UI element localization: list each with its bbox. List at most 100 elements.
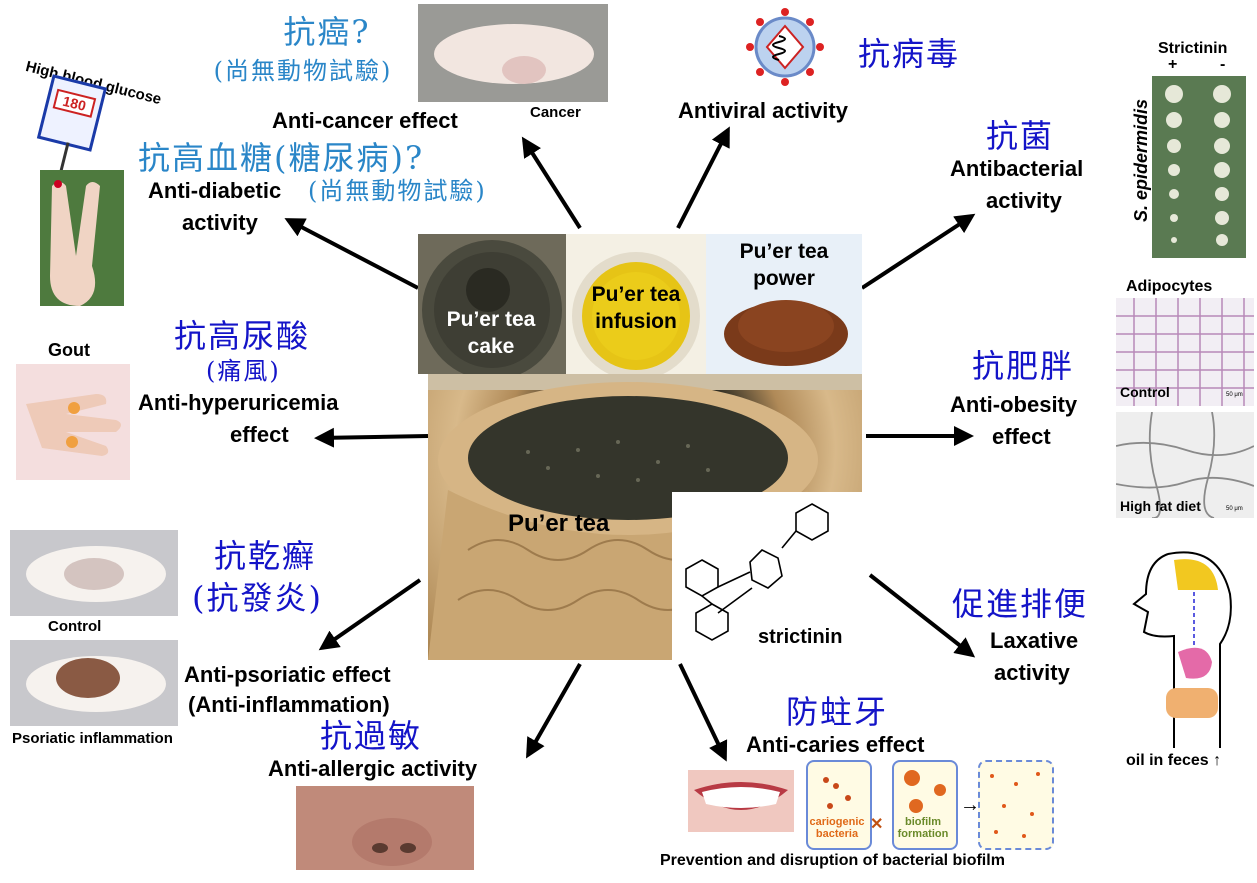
virus-icon (746, 8, 824, 86)
tea-cake-label: Pu’er tea cake (446, 308, 536, 359)
antibacterial-en-line2: activity (986, 188, 1062, 213)
biofilm-panel (892, 760, 958, 850)
antipsoriatic-en-line2: (Anti-inflammation) (188, 692, 390, 717)
gout-hand-photo (16, 364, 130, 480)
gout-hand-illustration (26, 394, 121, 456)
adipocyte-hfd-photo (1116, 412, 1254, 518)
organism-label: S. epidermidis (1131, 98, 1152, 223)
anticancer-en: Anti-cancer effect (272, 108, 458, 133)
hand-illustration (50, 180, 100, 306)
psoriasis-control-photo (10, 530, 178, 616)
arrow-antiallergic (526, 663, 582, 759)
antidiabetic-en-line1: Anti-diabetic (148, 178, 282, 203)
disruption-arrow-icon: → (960, 794, 980, 816)
tea-powder-label: Pu’er tea power (739, 240, 829, 291)
adipocytes-title: Adipocytes (1126, 278, 1213, 295)
antidiabetic-zh-note: (尚無動物試驗) (308, 177, 487, 205)
arrow-antihyperuricemia (314, 427, 429, 448)
tea-infusion-label: Pu’er tea infusion (591, 283, 681, 334)
arrow-antiviral (676, 126, 730, 229)
arrow-anticaries (678, 663, 728, 762)
antiviral-zh: 抗病毒 (858, 35, 961, 73)
arrow-antibacterial (860, 213, 976, 290)
cancer-rat-photo (418, 4, 608, 102)
smile-photo (688, 770, 794, 832)
control-mouse-illustration (26, 546, 166, 602)
colony-spots (1165, 85, 1231, 246)
antipsoriatic-zh-line2: (抗發炎) (192, 579, 323, 617)
tea-infusion-illustration (572, 252, 700, 374)
tea-infusion-photo (566, 234, 706, 374)
laxative-en-line1: Laxative (990, 628, 1079, 653)
adipocyte-hfd-label: High fat diet (1120, 498, 1201, 514)
antiviral-en: Antiviral activity (678, 98, 848, 123)
tea-powder-photo (706, 234, 862, 374)
plate-plus: + (1168, 56, 1178, 73)
bacteria-dots (823, 777, 851, 809)
tea-cake-illustration (422, 240, 562, 374)
psoriasis-inflamed-photo (10, 640, 178, 726)
anticaries-zh: 防蛀牙 (786, 693, 889, 731)
arrow-antipsoriatic (318, 578, 422, 651)
nose-illustration (296, 786, 474, 870)
laxative-en-line2: activity (994, 660, 1070, 685)
antihyperuricemia-en-line2: effect (230, 422, 289, 447)
antiobesity-en-line2: effect (992, 424, 1051, 449)
cancer-caption: Cancer (530, 104, 581, 121)
finger-photo (40, 170, 124, 306)
anticaries-footer: Prevention and disruption of bacterial b… (660, 852, 1005, 869)
digestion-body-icon (1132, 551, 1232, 748)
antipsoriatic-zh-line1: 抗乾癬 (214, 537, 317, 575)
gout-caption: Gout (48, 340, 90, 360)
anticancer-zh: 抗癌? (283, 13, 371, 51)
rat-illustration (434, 24, 594, 84)
plate-minus: - (1220, 56, 1226, 73)
large-cells-pattern (1116, 412, 1254, 518)
adipocyte-control-label: Control (1120, 384, 1170, 400)
disrupted-dots (990, 772, 1040, 838)
anticancer-zh-note: (尚無動物試驗) (213, 57, 393, 85)
antiallergic-en: Anti-allergic activity (268, 756, 478, 781)
strictinin-structure-panel (672, 492, 862, 660)
laxative-zh: 促進排便 (952, 585, 1089, 623)
arrow-antidiabetic (284, 218, 419, 290)
tea-powder-illustration (724, 300, 848, 366)
antiallergic-zh: 抗過敏 (320, 717, 423, 755)
disrupted-panel (978, 760, 1054, 850)
psoriasis-control-label: Control (48, 618, 102, 635)
bacteria-plate-photo (1152, 76, 1246, 258)
bacteria-caption: cariogenic bacteria (809, 816, 865, 841)
small-cells-pattern (1116, 298, 1254, 406)
anticaries-en: Anti-caries effect (746, 732, 925, 757)
allergy-face-photo (296, 786, 474, 870)
antidiabetic-zh: 抗高血糖(糖尿病)? (138, 139, 425, 177)
antihyperuricemia-zh: 抗高尿酸 (174, 317, 311, 355)
antibacterial-en-line1: Antibacterial (950, 156, 1084, 181)
adipocyte-control-photo (1116, 298, 1254, 406)
inflamed-mouse-illustration (26, 656, 166, 712)
glucose-readout: 180 (52, 88, 97, 118)
blocked-arrow-icon: ✕ (870, 816, 884, 833)
antiobesity-zh: 抗肥胖 (972, 347, 1075, 385)
strictinin-label: strictinin (758, 626, 843, 648)
arrow-anticancer (521, 136, 582, 230)
tea-cake-photo (418, 234, 566, 374)
bacteria-panel (806, 760, 872, 850)
antidiabetic-en-line2: activity (182, 210, 258, 235)
antibacterial-zh: 抗菌 (986, 117, 1055, 155)
adipocyte-control-scale: 50 μm (1226, 392, 1243, 398)
antipsoriatic-en-line1: Anti-psoriatic effect (184, 662, 391, 687)
teeth-illustration (694, 782, 788, 810)
strictinin-molecule-icon (685, 503, 829, 641)
puer-tea-label: Pu’er tea (508, 510, 610, 537)
antihyperuricemia-en-line1: Anti-hyperuricemia (138, 390, 339, 415)
adipocyte-hfd-scale: 50 μm (1226, 506, 1243, 512)
antihyperuricemia-zh-note: (痛風) (206, 357, 281, 385)
psoriasis-inflamed-label: Psoriatic inflammation (12, 730, 173, 747)
plate-title: Strictinin (1158, 40, 1228, 57)
biofilm-clusters (904, 770, 946, 813)
arrow-laxative (868, 573, 976, 658)
feces-label: oil in feces ↑ (1126, 752, 1222, 769)
biofilm-caption: biofilm formation (897, 816, 949, 841)
